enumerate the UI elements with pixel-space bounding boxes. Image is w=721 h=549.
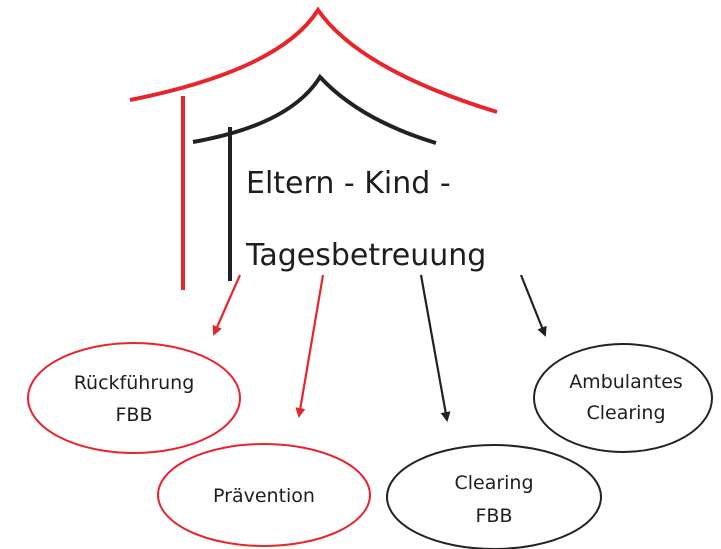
black-roof-line <box>192 73 437 145</box>
title-line-2: Tagesbetreuung <box>245 238 486 273</box>
node-ambulantes-clearing: Ambulantes Clearing <box>533 343 713 453</box>
node-rueckfuehrung-label-2: FBB <box>116 404 153 426</box>
node-rueckfuehrung: Rückführung FBB <box>27 342 241 454</box>
red-roof-line <box>129 6 498 114</box>
node-clearing-fbb-label-2: FBB <box>476 505 513 527</box>
node-rueckfuehrung-label-1: Rückführung <box>74 372 195 394</box>
title-line-1: Eltern - Kind - <box>246 166 451 201</box>
node-ambulantes-clearing-label-2: Clearing <box>586 402 665 424</box>
node-praevention-ellipse <box>157 443 371 547</box>
node-praevention-label: Prävention <box>213 485 315 507</box>
node-ambulantes-clearing-ellipse <box>533 343 713 453</box>
node-clearing-fbb: Clearing FBB <box>386 444 602 549</box>
arrow-to-rueckfuehrung <box>212 274 242 336</box>
node-praevention: Prävention <box>157 443 371 547</box>
arrow-to-ambulantes-clearing <box>519 274 547 337</box>
node-rueckfuehrung-ellipse <box>27 342 241 454</box>
arrow-to-clearing-fbb <box>419 274 451 422</box>
node-clearing-fbb-label-1: Clearing <box>454 472 533 494</box>
node-clearing-fbb-ellipse <box>386 444 602 549</box>
node-ambulantes-clearing-label-1: Ambulantes <box>569 371 683 393</box>
arrow-to-praevention <box>295 274 325 418</box>
